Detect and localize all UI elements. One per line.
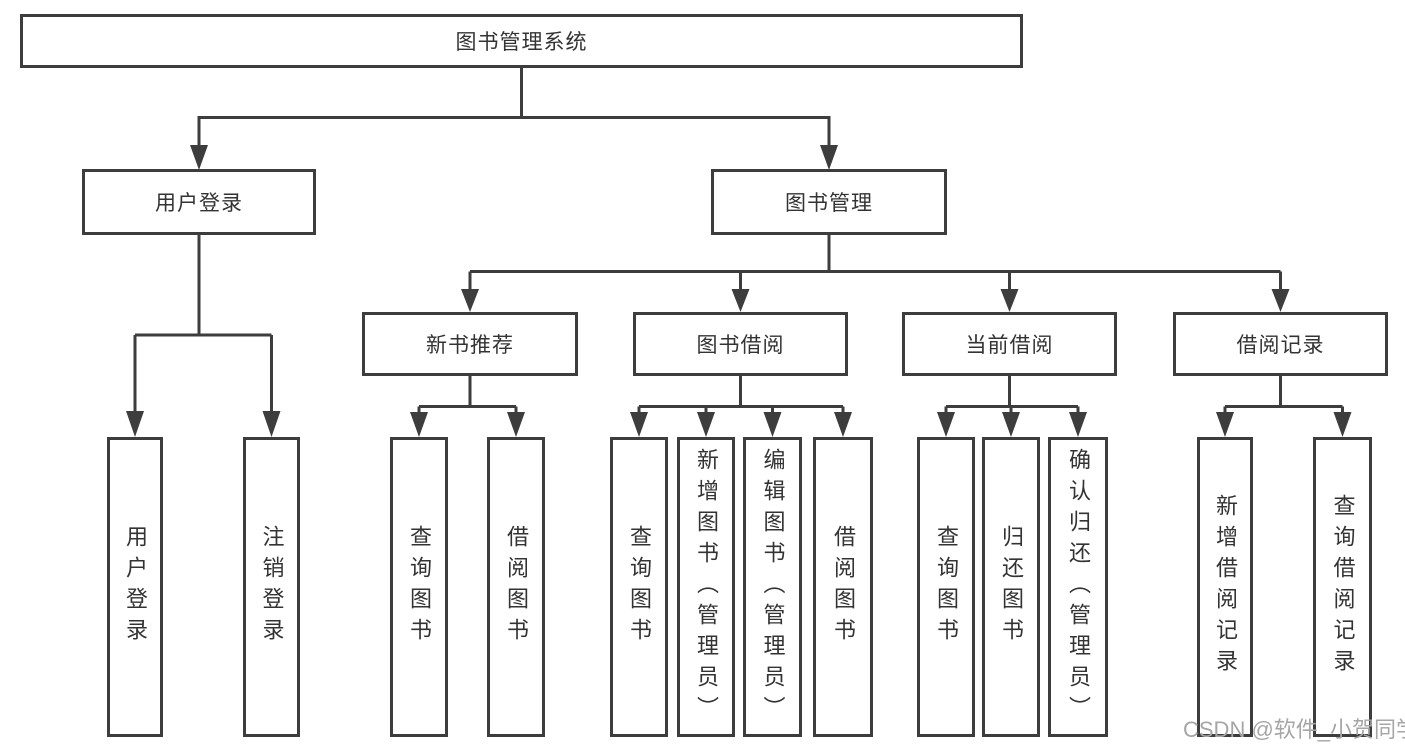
arrowhead-to-return-books (1002, 412, 1020, 437)
leaf-add-books-admin: 新增图书（管理员） (677, 437, 735, 737)
leaf-borrow-books: 借阅图书 (813, 437, 873, 737)
arrowhead-to-query-books-2 (630, 412, 648, 437)
node-borrow-records: 借阅记录 (1173, 312, 1388, 376)
node-library-system-label: 图书管理系统 (455, 31, 588, 54)
connector-recommend-path (417, 376, 518, 415)
arrowhead-to-confirm-return (1069, 412, 1087, 437)
connector-borrow-path (637, 376, 845, 415)
node-book-borrow-label: 图书借阅 (696, 334, 785, 357)
node-user-login: 用户登录 (82, 169, 316, 235)
node-new-book-recommend-label: 新书推荐 (426, 334, 514, 357)
node-borrow-records-label: 借阅记录 (1236, 334, 1325, 357)
leaf-query-books-recommend-label: 查询图书 (407, 525, 432, 649)
leaf-query-books-borrow-label: 查询图书 (627, 525, 652, 649)
connector-root-path (197, 68, 831, 148)
leaf-user-login-label: 用户登录 (123, 525, 148, 649)
node-book-borrow: 图书借阅 (633, 312, 848, 376)
arrowhead-to-borrow-records (1271, 289, 1290, 312)
connector-current-to-leaves (937, 376, 1087, 437)
node-current-borrow-label: 当前借阅 (965, 334, 1054, 357)
leaf-user-login: 用户登录 (107, 437, 163, 737)
leaf-add-borrow-record-label: 新增借阅记录 (1213, 494, 1238, 680)
leaf-query-borrow-record: 查询借阅记录 (1313, 437, 1372, 737)
leaf-logout: 注销登录 (243, 437, 300, 737)
leaf-logout-label: 注销登录 (259, 525, 285, 649)
arrowhead-to-leaf-logout (262, 411, 281, 437)
node-library-system: 图书管理系统 (20, 14, 1023, 68)
arrowhead-to-add-books (697, 412, 715, 437)
connector-records-to-leaves (1216, 376, 1352, 437)
leaf-query-books-borrow: 查询图书 (610, 437, 668, 737)
leaf-edit-books-admin-label: 编辑图书（管理员） (760, 447, 786, 727)
connector-recommend-to-leaves (410, 376, 525, 437)
node-new-book-recommend: 新书推荐 (362, 312, 578, 376)
arrowhead-to-edit-books (763, 412, 782, 437)
arrowhead-to-add-record (1216, 412, 1234, 437)
arrowhead-to-book-management (820, 145, 838, 170)
arrowhead-to-book-borrow (731, 289, 750, 312)
leaf-borrow-books-label: 借阅图书 (831, 525, 856, 649)
leaf-query-borrow-record-label: 查询借阅记录 (1330, 494, 1356, 680)
connector-current-path (944, 376, 1080, 415)
arrowhead-to-new-book-recommend (461, 289, 479, 312)
leaf-return-books: 归还图书 (982, 437, 1040, 737)
arrowhead-to-borrow-books-2 (834, 412, 852, 437)
leaf-borrow-books-recommend: 借阅图书 (487, 437, 545, 737)
leaf-query-books-current: 查询图书 (917, 437, 975, 737)
arrowhead-to-query-record (1333, 412, 1352, 437)
arrowhead-to-query-books-3 (937, 412, 955, 437)
leaf-confirm-return-admin: 确认归还（管理员） (1048, 437, 1108, 737)
node-book-management-label: 图书管理 (785, 192, 873, 215)
connector-book-management-to-level3 (461, 235, 1290, 312)
connector-book-management-path (468, 235, 1282, 291)
arrowhead-to-query-books-1 (410, 412, 428, 437)
arrowhead-to-current-borrow (1000, 289, 1019, 312)
arrowhead-to-user-login (190, 145, 208, 170)
node-user-login-label: 用户登录 (155, 192, 243, 215)
leaf-add-borrow-record: 新增借阅记录 (1197, 437, 1253, 737)
leaf-confirm-return-admin-label: 确认归还（管理员） (1066, 447, 1091, 727)
leaf-query-books-recommend: 查询图书 (390, 437, 448, 737)
connector-root-to-level2 (190, 68, 838, 170)
leaf-edit-books-admin: 编辑图书（管理员） (743, 437, 802, 737)
connector-borrow-to-leaves (630, 376, 852, 437)
node-current-borrow: 当前借阅 (902, 312, 1117, 376)
leaf-return-books-label: 归还图书 (999, 525, 1024, 649)
connector-user-login-path (133, 235, 273, 414)
arrowhead-to-borrow-books-1 (507, 412, 525, 437)
leaf-add-books-admin-label: 新增图书（管理员） (694, 447, 719, 727)
connector-records-path (1223, 376, 1344, 415)
node-book-management: 图书管理 (711, 169, 947, 235)
arrowhead-to-leaf-user-login (126, 411, 144, 437)
watermark: CSDN @软件_小贺同学 (1183, 717, 1405, 742)
connector-user-login-to-leaves (126, 235, 281, 437)
leaf-borrow-books-recommend-label: 借阅图书 (504, 525, 529, 649)
leaf-query-books-current-label: 查询图书 (934, 525, 959, 649)
